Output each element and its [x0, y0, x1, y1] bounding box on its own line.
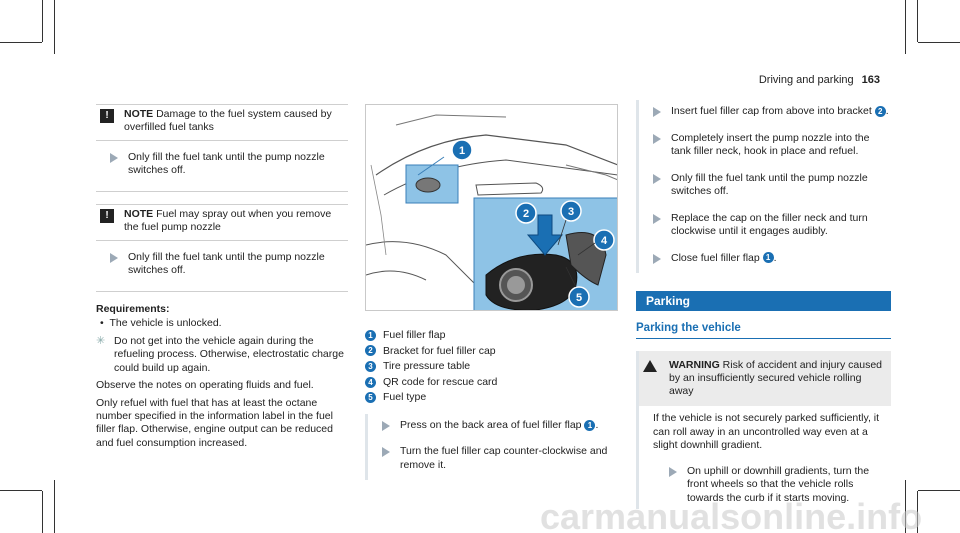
crop-mark — [905, 0, 906, 54]
info-bulb-icon: ✳ — [96, 335, 106, 347]
crop-mark — [917, 491, 918, 533]
section-bar-parking: Parking — [636, 291, 891, 311]
callout-number: 1 — [762, 252, 774, 264]
step-arrow-icon — [653, 253, 661, 264]
note-text: Fuel may spray out when you remove the f… — [124, 208, 332, 233]
notice-icon: ! — [100, 109, 114, 123]
step: Insert fuel filler cap from above into b… — [653, 100, 891, 127]
step: Turn the fuel filler cap counter-clockwi… — [382, 440, 618, 480]
step: On uphill or downhill gradients, turn th… — [639, 459, 891, 510]
crop-mark — [0, 42, 42, 43]
callout-number: 5 — [365, 392, 376, 404]
paragraph: Observe the notes on operating fluids an… — [96, 379, 314, 392]
crop-mark — [42, 0, 43, 42]
procedure-steps: Press on the back area of fuel filler fl… — [365, 413, 618, 481]
notice-icon: ! — [100, 209, 114, 223]
step-arrow-icon — [110, 153, 118, 163]
step-arrow-icon — [653, 213, 661, 224]
callout-number: 3 — [365, 360, 376, 372]
procedure-steps: Insert fuel filler cap from above into b… — [636, 100, 891, 273]
paragraph: Only refuel with fuel that has at least … — [96, 396, 333, 449]
svg-text:1: 1 — [459, 145, 465, 157]
svg-text:2: 2 — [523, 208, 529, 220]
callout-number: 2 — [365, 345, 376, 357]
crop-mark — [905, 480, 906, 533]
step: Completely insert the pump nozzle into t… — [653, 127, 891, 167]
note-text: Damage to the fuel system caused by over… — [124, 108, 332, 133]
crop-mark — [918, 42, 960, 43]
note-box: ! NOTE Damage to the fuel system caused … — [96, 104, 348, 192]
crop-mark — [917, 0, 918, 42]
callout-number: 2 — [874, 105, 886, 117]
section-title: Driving and parking — [758, 74, 854, 86]
callout-number: 1 — [365, 329, 376, 341]
warning-label: WARNING — [669, 359, 720, 371]
step-arrow-icon — [110, 253, 118, 263]
step: Close fuel filler flap 1. — [653, 247, 891, 274]
note-step: Only fill the fuel tank until the pump n… — [128, 151, 325, 176]
tip: ✳ Do not get into the vehicle again duri… — [96, 335, 348, 375]
svg-text:5: 5 — [576, 292, 582, 304]
step-arrow-icon — [382, 420, 390, 431]
page-number: 163 — [861, 74, 880, 86]
right-column: Insert fuel filler cap from above into b… — [636, 100, 891, 509]
requirements-title: Requirements: — [96, 303, 170, 315]
step: Replace the cap on the filler neck and t… — [653, 207, 891, 247]
bullet: • — [100, 317, 110, 329]
callout-number: 1 — [584, 419, 596, 431]
crop-mark — [0, 490, 42, 491]
step-arrow-icon — [382, 447, 390, 458]
svg-text:3: 3 — [568, 206, 574, 218]
crop-mark — [54, 480, 55, 533]
step-arrow-icon — [653, 173, 661, 184]
warning-triangle-icon — [643, 360, 657, 372]
note-box: ! NOTE Fuel may spray out when you remov… — [96, 204, 348, 292]
step-arrow-icon — [669, 466, 677, 477]
subsection-title: Parking the vehicle — [636, 322, 891, 339]
watermark: carmanualsonline.info — [540, 496, 923, 533]
requirement-item: The vehicle is unlocked. — [109, 317, 222, 329]
warning-box: WARNING Risk of accident and injury caus… — [636, 351, 891, 509]
svg-text:4: 4 — [601, 235, 608, 247]
callout-number: 4 — [365, 376, 376, 388]
warning-body: If the vehicle is not securely parked su… — [653, 412, 880, 451]
fuel-filler-figure: 1 2 3 4 5 — [365, 104, 618, 311]
step: Press on the back area of fuel filler fl… — [382, 414, 618, 441]
note-step: Only fill the fuel tank until the pump n… — [128, 251, 325, 276]
crop-mark — [54, 0, 55, 54]
note-label: NOTE — [124, 108, 154, 120]
left-column: ! NOTE Damage to the fuel system caused … — [96, 104, 348, 454]
car-illustration: 1 2 3 4 5 — [366, 114, 617, 310]
tip-text: Do not get into the vehicle again during… — [114, 335, 344, 374]
note-label: NOTE — [124, 208, 154, 220]
page-header: Driving and parking 163 — [759, 74, 880, 86]
warning-text: Risk of accident and injury caused by an… — [669, 359, 883, 397]
crop-mark — [918, 490, 960, 491]
step: Only fill the fuel tank until the pump n… — [653, 167, 891, 207]
step-arrow-icon — [653, 133, 661, 144]
step-arrow-icon — [653, 107, 661, 117]
crop-mark — [42, 491, 43, 533]
